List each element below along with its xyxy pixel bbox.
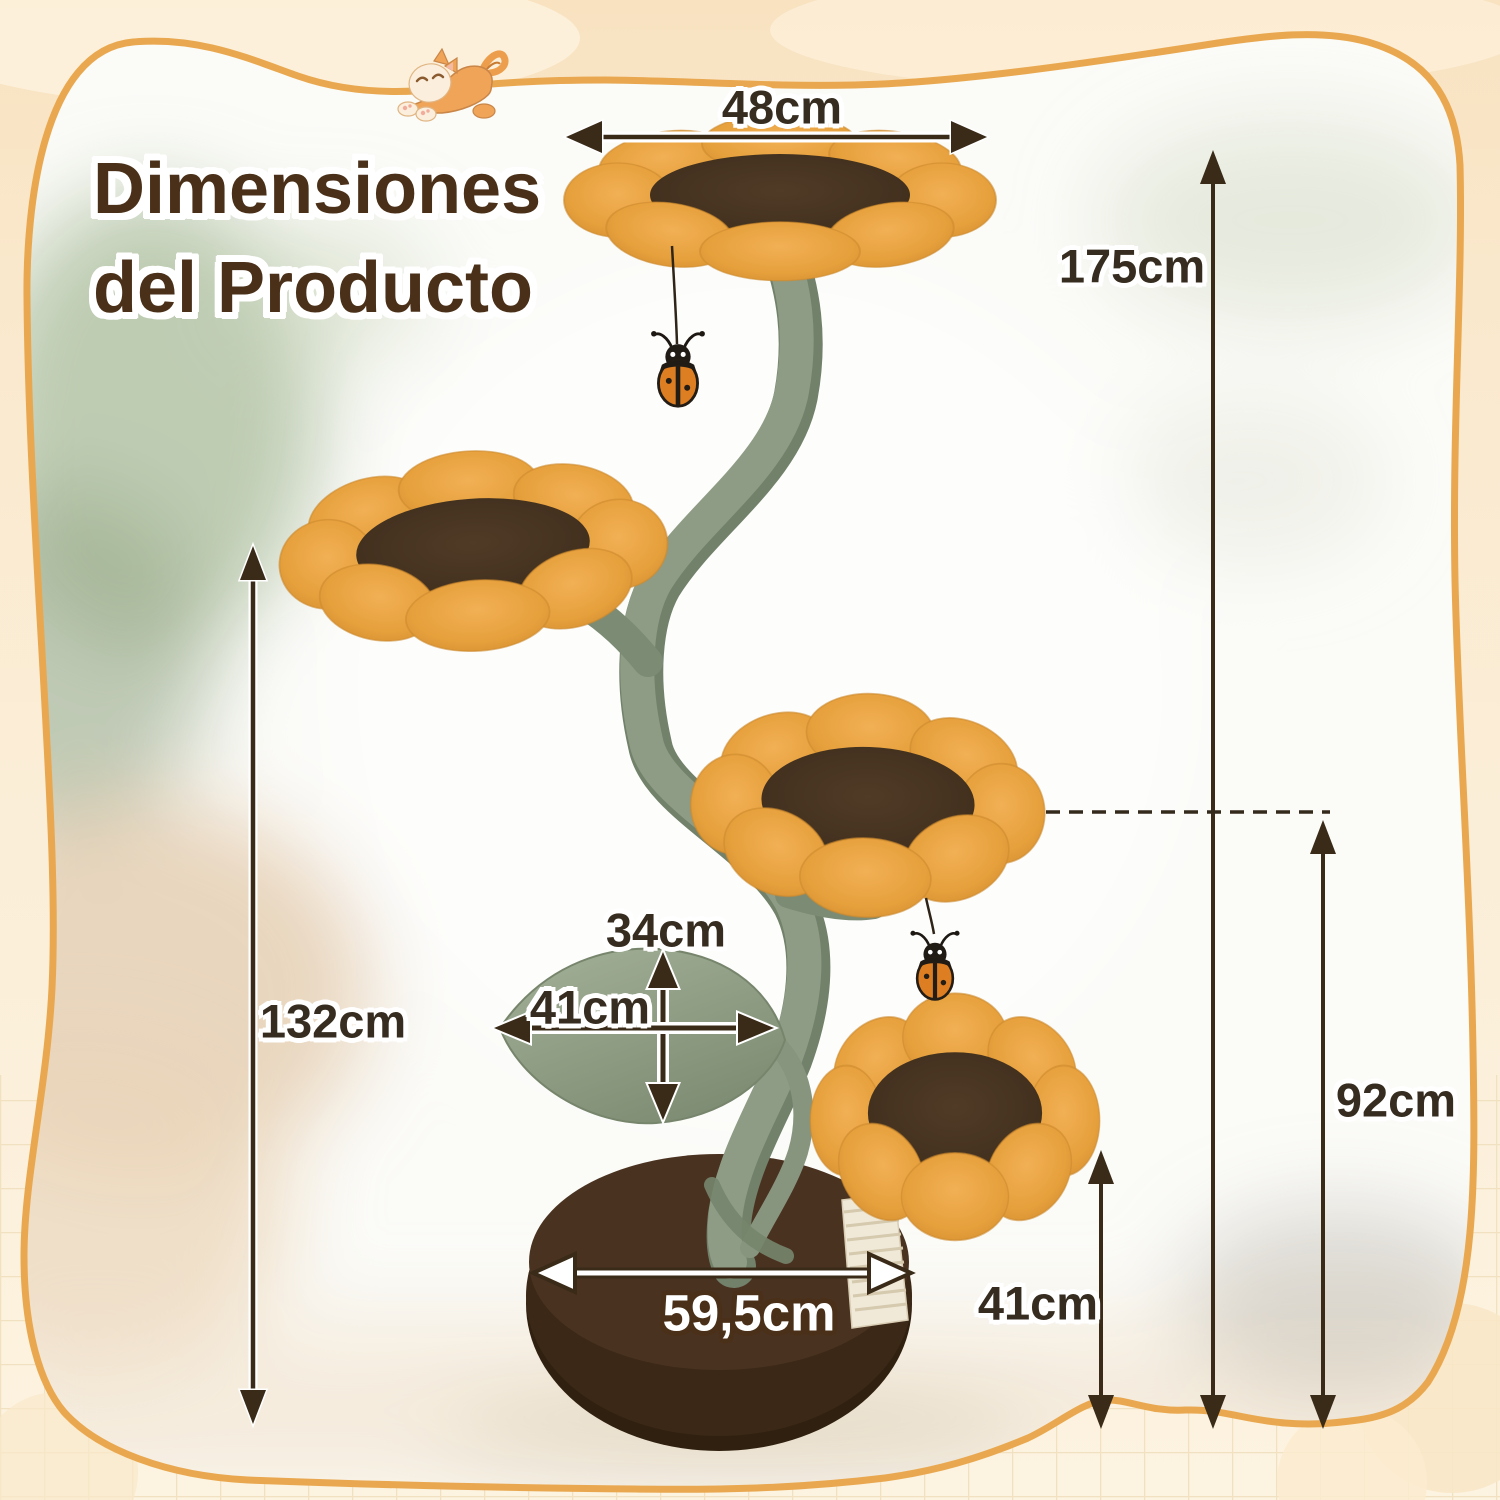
stem-twist <box>704 1177 794 1264</box>
dimension-label-leaf-height: 34cm <box>605 903 727 957</box>
ladybug-toy-middle <box>910 897 959 999</box>
dim-arrow-left-height <box>237 541 269 1429</box>
dimension-label-total-height: 175cm <box>1058 239 1206 293</box>
ladybug-toy-top <box>651 245 705 406</box>
dim-arrow-base-diameter <box>528 1250 916 1296</box>
wavy-frame-border <box>20 31 1478 1493</box>
dimension-annotations <box>237 118 1336 1429</box>
dim-arrow-leaf-height <box>645 946 681 1126</box>
dim-arrow-right-height <box>1310 820 1336 1429</box>
title-line-1: Dimensiones <box>93 149 542 229</box>
dimension-label-left-platform-height: 132cm <box>259 994 407 1048</box>
dim-arrow-leaf-width <box>488 1010 780 1046</box>
dimension-label-base-diameter: 59,5cm <box>662 1284 836 1342</box>
dimension-label-right-platform-height: 92cm <box>1335 1073 1457 1127</box>
dim-arrow-top-width <box>562 118 991 156</box>
leaf-cushion <box>498 947 787 1125</box>
dim-arrow-bottom-flower-height <box>1088 1150 1114 1429</box>
leaf-stalk <box>740 1030 814 1258</box>
sunflower-cat-tree <box>271 113 1101 1451</box>
dimension-label-bottom-platform-height: 41cm <box>977 1276 1099 1330</box>
title-line-2: del Producto <box>93 248 534 328</box>
page-title: Dimensiones del Producto <box>93 140 541 338</box>
dimension-label-top-platform-width: 48cm <box>721 80 843 134</box>
dimension-label-leaf-width: 41cm <box>529 980 651 1034</box>
dim-arrow-total-height <box>1200 150 1226 1429</box>
stretching-cat-icon <box>397 47 509 122</box>
